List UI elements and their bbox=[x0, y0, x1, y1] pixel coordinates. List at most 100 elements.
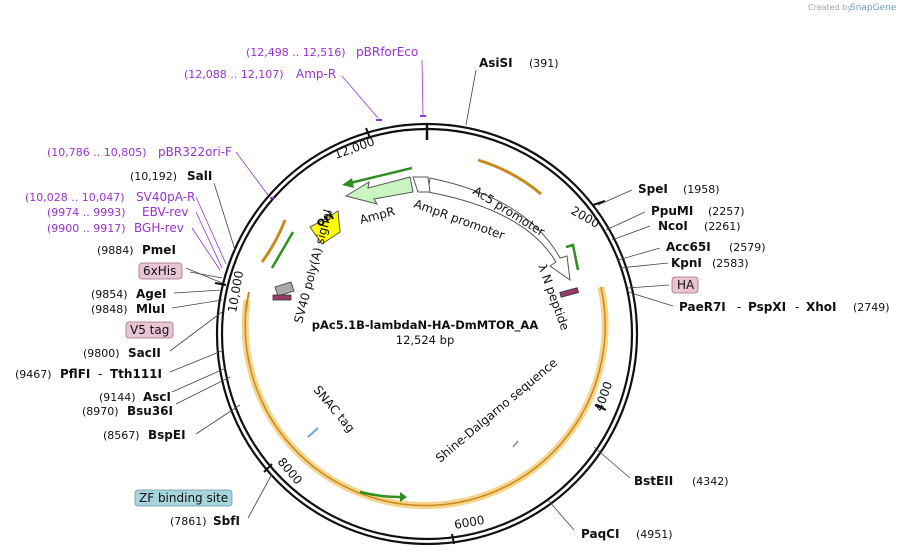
svg-text:BGH-rev: BGH-rev bbox=[134, 221, 184, 235]
feature-ha: HA bbox=[671, 276, 699, 294]
svg-text:(2261): (2261) bbox=[704, 220, 741, 233]
svg-text:Tth111I: Tth111I bbox=[110, 367, 162, 381]
svg-text:(1958): (1958) bbox=[683, 183, 720, 196]
svg-text:Bsu36I: Bsu36I bbox=[127, 404, 173, 418]
credit-prefix: Created by bbox=[808, 3, 852, 12]
svg-text:pBR322ori-F: pBR322ori-F bbox=[158, 145, 232, 159]
svg-text:SbfI: SbfI bbox=[213, 514, 240, 528]
svg-text:(10,786 .. 10,805): (10,786 .. 10,805) bbox=[47, 146, 147, 159]
svg-text:PflFI: PflFI bbox=[60, 367, 90, 381]
feature-zf-binding-site: ZF binding site bbox=[134, 489, 233, 507]
svg-text:Acc65I: Acc65I bbox=[666, 240, 711, 254]
primer-amp-r: (12,088 .. 12,107) Amp-R bbox=[184, 67, 336, 81]
enzyme-bsu36i: (8970) Bsu36I bbox=[82, 404, 173, 418]
enzyme-pflfi-tth111i: (9467) PflFI - Tth111I bbox=[15, 367, 162, 381]
orf-arc-small bbox=[245, 291, 250, 311]
svg-text:(9884): (9884) bbox=[97, 244, 134, 257]
label-ampr: AmpR bbox=[358, 204, 396, 227]
svg-text:Amp-R: Amp-R bbox=[296, 67, 336, 81]
plasmid-length: 12,524 bp bbox=[396, 333, 455, 347]
enzyme-sali: (10,192) SalI bbox=[130, 169, 212, 183]
svg-text:(12,088 .. 12,107): (12,088 .. 12,107) bbox=[184, 68, 284, 81]
orf-arc-large-core bbox=[244, 286, 606, 507]
svg-text:(2579): (2579) bbox=[729, 241, 766, 254]
ori-feature bbox=[309, 210, 341, 245]
svg-text:HA: HA bbox=[677, 278, 695, 292]
svg-text:(2583): (2583) bbox=[712, 257, 749, 270]
svg-text:(7861): (7861) bbox=[170, 515, 207, 528]
svg-text:(2257): (2257) bbox=[708, 205, 745, 218]
primer-leader-lines bbox=[191, 59, 424, 271]
primer-bgh-rev: (9900 .. 9917) BGH-rev bbox=[47, 221, 184, 235]
shine-dalgarno-mark bbox=[512, 440, 519, 448]
green-arrow-top bbox=[349, 166, 413, 185]
enzyme-acc65i: Acc65I (2579) bbox=[666, 240, 766, 254]
sv40-polya-feature bbox=[274, 281, 295, 297]
svg-text:AsiSI: AsiSI bbox=[479, 56, 513, 70]
enzyme-mlui: (9848) MluI bbox=[91, 302, 165, 316]
svg-text:(8567): (8567) bbox=[103, 429, 140, 442]
enzyme-pmei: (9884) PmeI bbox=[97, 243, 176, 257]
svg-text:AgeI: AgeI bbox=[136, 287, 166, 301]
primer-pbrforeco: (12,498 .. 12,516) pBRforEco bbox=[246, 45, 418, 59]
svg-text:PaeR7I: PaeR7I bbox=[679, 300, 726, 314]
svg-text:(8970): (8970) bbox=[82, 405, 119, 418]
svg-text:(9848): (9848) bbox=[91, 303, 128, 316]
label-snac-tag: SNAC tag bbox=[311, 383, 358, 435]
svg-text:(2749): (2749) bbox=[853, 301, 890, 314]
tick-8000 bbox=[263, 463, 273, 473]
svg-text:AscI: AscI bbox=[143, 390, 171, 404]
orf-arc-left bbox=[260, 219, 287, 263]
svg-text:SacII: SacII bbox=[128, 346, 161, 360]
svg-text:NcoI: NcoI bbox=[658, 219, 688, 233]
enzyme-bspei: (8567) BspEI bbox=[103, 428, 186, 442]
enzyme-sbfi: (7861) SbfI bbox=[170, 514, 240, 528]
svg-text:MluI: MluI bbox=[136, 302, 165, 316]
primer-marks bbox=[270, 115, 426, 199]
label-shine-dalgarno: Shine-Dalgarno sequence bbox=[433, 356, 560, 466]
green-arrowhead-top bbox=[342, 178, 354, 188]
tick-4000 bbox=[594, 404, 607, 411]
svg-text:(4951): (4951) bbox=[636, 528, 673, 541]
primer-sv40pa-r: (10,028 .. 10,047) SV40pA-R bbox=[25, 190, 195, 204]
svg-text:KpnI: KpnI bbox=[671, 256, 702, 270]
svg-text:(10,192): (10,192) bbox=[130, 170, 177, 183]
feature-v5-tag: V5 tag bbox=[125, 321, 174, 339]
svg-text:PmeI: PmeI bbox=[142, 243, 176, 257]
tick-label-12000: 12,000 bbox=[332, 134, 376, 162]
enzyme-paer7i-pspxi-xhoi: PaeR7I - PspXI - XhoI (2749) bbox=[679, 300, 890, 314]
svg-text:SalI: SalI bbox=[187, 169, 212, 183]
svg-text:(10,028 .. 10,047): (10,028 .. 10,047) bbox=[25, 191, 125, 204]
green-arrow-bottom bbox=[359, 490, 401, 499]
primer-ebv-rev: (9974 .. 9993) EBV-rev bbox=[47, 205, 188, 219]
svg-text:SV40pA-R: SV40pA-R bbox=[136, 190, 195, 204]
svg-text:(391): (391) bbox=[529, 57, 559, 70]
feature-6xhis: 6xHis bbox=[138, 262, 183, 280]
plasmid-name: pAc5.1B-lambdaN-HA-DmMTOR_AA bbox=[312, 318, 539, 333]
snac-tag-mark bbox=[307, 427, 319, 438]
enzyme-leader-lines bbox=[169, 69, 674, 531]
svg-text:(9854): (9854) bbox=[91, 288, 128, 301]
svg-text:-: - bbox=[795, 300, 799, 314]
enzyme-ppumi: PpuMI (2257) bbox=[651, 204, 745, 218]
svg-text:-: - bbox=[737, 300, 741, 314]
tick-label-2000: 2000 bbox=[569, 203, 602, 230]
svg-text:(12,498 .. 12,516): (12,498 .. 12,516) bbox=[246, 46, 346, 59]
enzyme-asci: (9144) AscI bbox=[99, 390, 171, 404]
svg-text:PpuMI: PpuMI bbox=[651, 204, 693, 218]
svg-text:(9467): (9467) bbox=[15, 368, 52, 381]
svg-text:EBV-rev: EBV-rev bbox=[142, 205, 188, 219]
tick-12000 bbox=[365, 127, 371, 139]
primer-pbr322ori-f: (10,786 .. 10,805) pBR322ori-F bbox=[47, 145, 232, 159]
enzyme-spei: SpeI (1958) bbox=[638, 182, 720, 196]
svg-text:(9900 .. 9917): (9900 .. 9917) bbox=[47, 222, 126, 235]
svg-text:PspXI: PspXI bbox=[748, 300, 786, 314]
green-arrow-left bbox=[270, 231, 295, 269]
svg-text:PaqCI: PaqCI bbox=[581, 527, 619, 541]
svg-text:(9800): (9800) bbox=[83, 347, 120, 360]
enzyme-ncoi: NcoI (2261) bbox=[658, 219, 741, 233]
green-arrow-right bbox=[565, 243, 580, 271]
lambdan-ha-tag-marks bbox=[559, 287, 579, 298]
svg-text:-: - bbox=[98, 367, 102, 381]
